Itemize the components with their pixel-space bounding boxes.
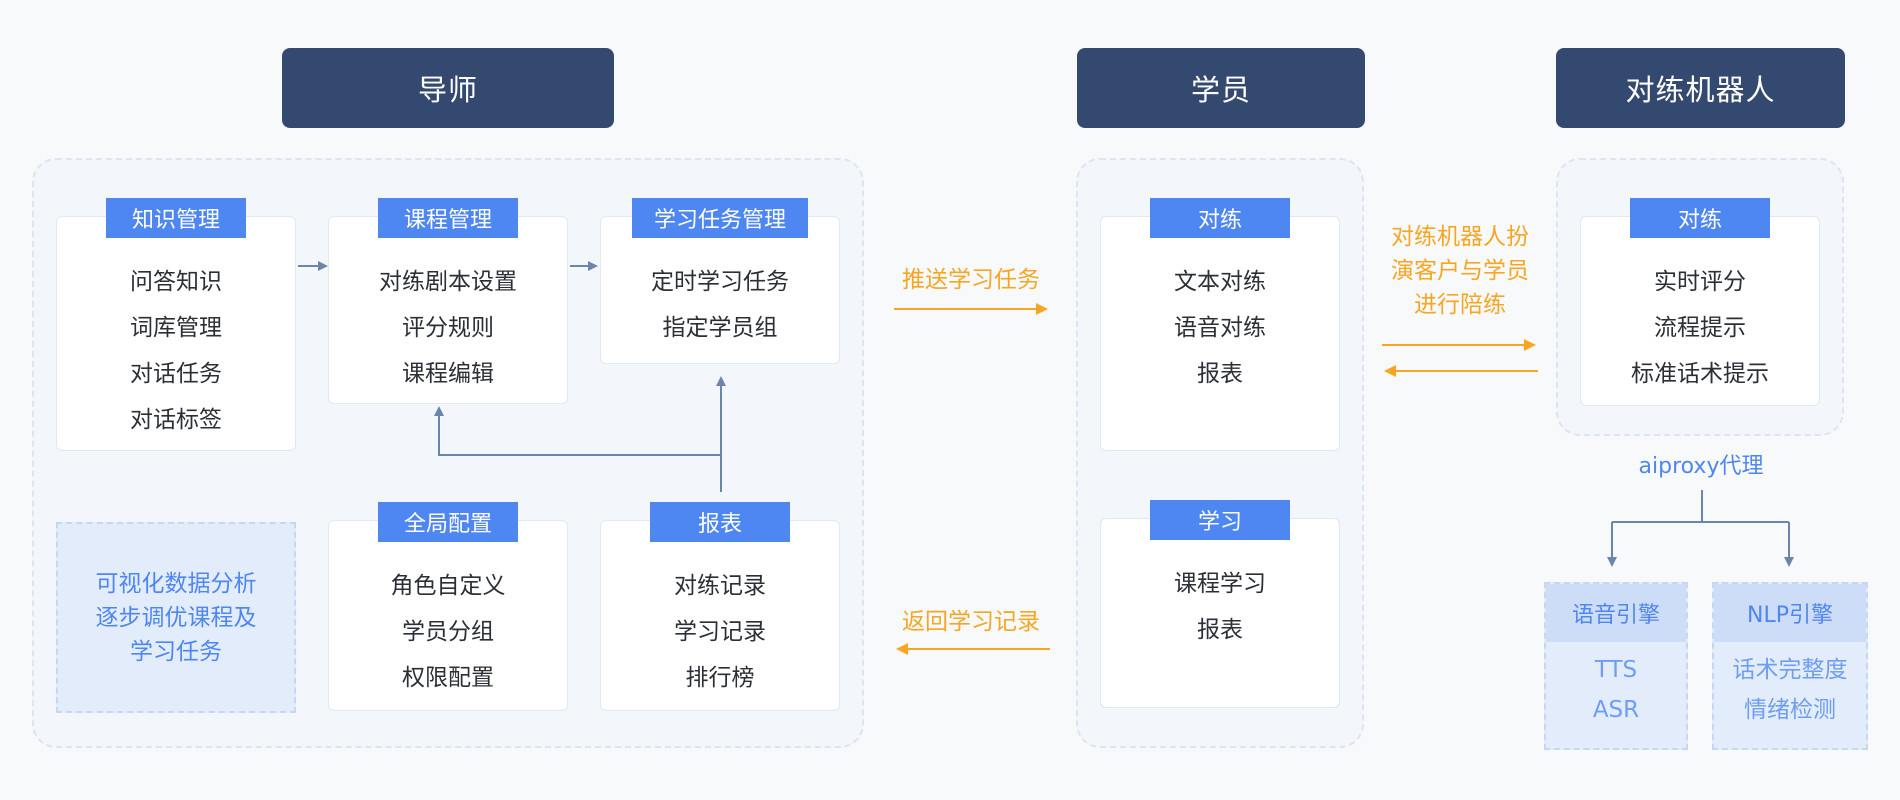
- header-mentor: 导师: [282, 48, 614, 128]
- knowledge-item: 问答知识: [130, 269, 222, 295]
- robot-practice-item: 实时评分: [1654, 269, 1746, 295]
- report-title: 报表: [650, 502, 790, 542]
- task-title: 学习任务管理: [632, 198, 808, 238]
- report-item: 排行榜: [685, 665, 755, 691]
- aiproxy-label: aiproxy代理: [1638, 454, 1764, 479]
- task-card: 定时学习任务 指定学员组: [600, 216, 840, 364]
- global-item: 学员分组: [402, 619, 494, 645]
- student-practice-card: 文本对练 语音对练 报表: [1100, 216, 1340, 451]
- global-item: 权限配置: [402, 665, 494, 691]
- task-item: 指定学员组: [662, 315, 778, 341]
- robot-desc-label: 对练机器人扮 演客户与学员 进行陪练: [1380, 220, 1540, 322]
- knowledge-title: 知识管理: [106, 198, 246, 238]
- voice-engine-item: TTS: [1594, 657, 1638, 683]
- voice-engine-box: 语音引擎 TTS ASR: [1544, 582, 1688, 750]
- student-practice-item: 报表: [1197, 361, 1243, 387]
- report-item: 学习记录: [674, 619, 766, 645]
- robot-practice-item: 流程提示: [1654, 315, 1746, 341]
- robot-practice-item: 标准话术提示: [1631, 361, 1769, 387]
- header-robot: 对练机器人: [1556, 48, 1845, 128]
- robot-desc-line: 对练机器人扮: [1391, 224, 1529, 250]
- course-item: 评分规则: [402, 315, 494, 341]
- nlp-engine-item: 情绪检测: [1744, 697, 1836, 723]
- knowledge-item: 词库管理: [130, 315, 222, 341]
- task-item: 定时学习任务: [651, 269, 789, 295]
- student-practice-item: 文本对练: [1174, 269, 1266, 295]
- course-card: 对练剧本设置 评分规则 课程编辑: [328, 216, 568, 404]
- robot-desc-line: 演客户与学员: [1391, 258, 1529, 284]
- visual-line: 可视化数据分析: [95, 570, 257, 597]
- voice-engine-title: 语音引擎: [1546, 584, 1686, 642]
- header-student: 学员: [1077, 48, 1365, 128]
- nlp-engine-item: 话术完整度: [1732, 657, 1848, 683]
- visual-line: 学习任务: [130, 638, 222, 665]
- nlp-engine-box: NLP引擎 话术完整度 情绪检测: [1712, 582, 1868, 750]
- push-task-label: 推送学习任务: [902, 267, 1040, 293]
- visual-analysis-box: 可视化数据分析 逐步调优课程及 学习任务: [56, 522, 296, 713]
- global-config-title: 全局配置: [378, 502, 518, 542]
- knowledge-card: 问答知识 词库管理 对话任务 对话标签: [56, 216, 296, 451]
- student-learn-card: 课程学习 报表: [1100, 518, 1340, 708]
- report-item: 对练记录: [674, 573, 766, 599]
- robot-practice-title: 对练: [1630, 198, 1770, 238]
- course-title: 课程管理: [378, 198, 518, 238]
- robot-desc-line: 进行陪练: [1414, 292, 1506, 318]
- knowledge-item: 对话标签: [130, 407, 222, 433]
- student-practice-title: 对练: [1150, 198, 1290, 238]
- robot-practice-card: 实时评分 流程提示 标准话术提示: [1580, 216, 1820, 406]
- student-learn-item: 课程学习: [1174, 571, 1266, 597]
- knowledge-item: 对话任务: [130, 361, 222, 387]
- report-card: 对练记录 学习记录 排行榜: [600, 520, 840, 711]
- student-learn-title: 学习: [1150, 500, 1290, 540]
- student-practice-item: 语音对练: [1174, 315, 1266, 341]
- voice-engine-item: ASR: [1592, 697, 1640, 723]
- course-item: 对练剧本设置: [379, 269, 517, 295]
- course-item: 课程编辑: [402, 361, 494, 387]
- student-learn-item: 报表: [1197, 617, 1243, 643]
- global-item: 角色自定义: [390, 573, 506, 599]
- visual-line: 逐步调优课程及: [95, 604, 257, 631]
- return-record-label: 返回学习记录: [902, 609, 1040, 635]
- global-config-card: 角色自定义 学员分组 权限配置: [328, 520, 568, 711]
- arrow-report-to-course: [434, 406, 721, 456]
- nlp-engine-title: NLP引擎: [1714, 584, 1866, 642]
